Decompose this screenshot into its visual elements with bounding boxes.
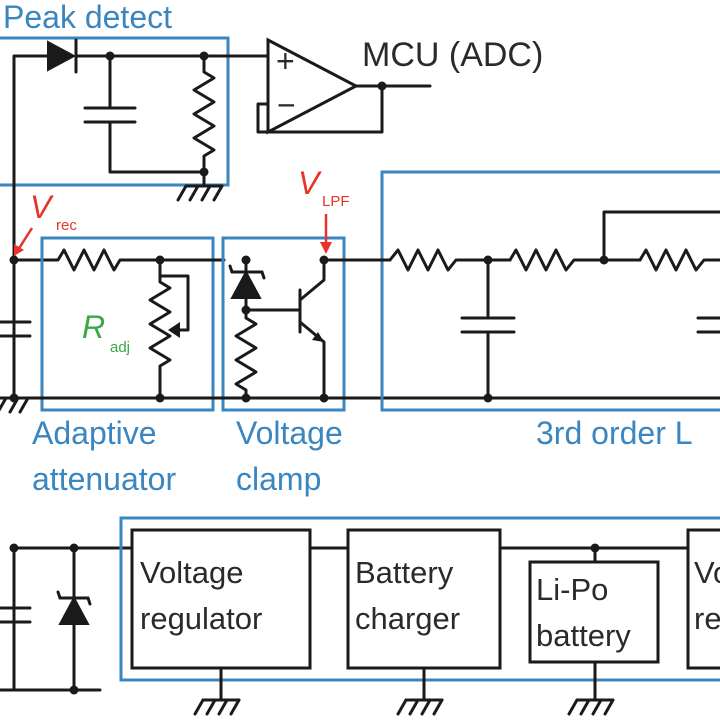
svg-text:re: re [694, 601, 720, 636]
clamp-zener-diode [228, 258, 266, 312]
svg-text:battery: battery [536, 618, 631, 653]
v-lpf-annotation: V LPF [298, 165, 350, 254]
r-adj-potentiometer [148, 258, 190, 400]
mcu-adc-label: MCU (ADC) [362, 36, 543, 74]
lpf-label: 3rd order L [536, 415, 693, 451]
lpf-capacitor-1 [460, 258, 516, 400]
peak-detect-resistor [192, 54, 216, 186]
lpf-section: 3rd order L [322, 170, 720, 451]
lpf-box [380, 170, 720, 412]
voltage-clamp-section: Voltage clamp [221, 236, 346, 497]
svg-text:Li-Po: Li-Po [536, 572, 608, 607]
peak-detect-box [0, 36, 230, 187]
voltage-clamp-label-2: clamp [236, 461, 321, 497]
svg-text:−: − [277, 87, 296, 123]
svg-text:Battery: Battery [355, 555, 454, 590]
clamp-transistor [298, 258, 326, 400]
lipo-battery-block: Li-Po battery [528, 546, 660, 716]
voltage-regulator-block: Voltage regulator [130, 528, 312, 716]
svg-text:Vo: Vo [694, 555, 720, 590]
svg-text:R: R [82, 309, 105, 345]
right-regulator-block: Vo re [686, 528, 720, 670]
voltage-clamp-box [221, 236, 346, 412]
peak-detect-ground [176, 184, 224, 202]
power-section-box [119, 516, 720, 682]
peak-detect-diode [47, 38, 78, 74]
input-stage [0, 255, 32, 414]
svg-text:V: V [30, 189, 54, 225]
svg-text:regulator: regulator [140, 601, 262, 636]
power-zener-diode [56, 546, 92, 692]
peak-detect-label: Peak detect [3, 0, 172, 35]
voltage-clamp-label-1: Voltage [236, 415, 343, 451]
svg-text:charger: charger [355, 601, 460, 636]
adaptive-attenuator-label-1: Adaptive [32, 415, 157, 451]
adaptive-attenuator-section: R adj Adaptive attenuator [32, 236, 226, 497]
battery-charger-block: Battery charger [346, 528, 502, 716]
adaptive-attenuator-box [40, 236, 215, 412]
adaptive-attenuator-label-2: attenuator [32, 461, 176, 497]
opamp-buffer: + − [256, 37, 432, 135]
peak-detect-section: Peak detect [0, 0, 543, 262]
peak-detect-capacitor [83, 54, 206, 174]
svg-text:LPF: LPF [322, 193, 350, 210]
svg-text:Voltage: Voltage [140, 555, 243, 590]
svg-text:rec: rec [56, 217, 77, 234]
svg-text:V: V [298, 165, 322, 201]
svg-text:adj: adj [110, 339, 130, 356]
svg-text:+: + [276, 43, 295, 79]
power-input-stage [0, 543, 140, 695]
v-rec-annotation: V rec [14, 189, 77, 256]
